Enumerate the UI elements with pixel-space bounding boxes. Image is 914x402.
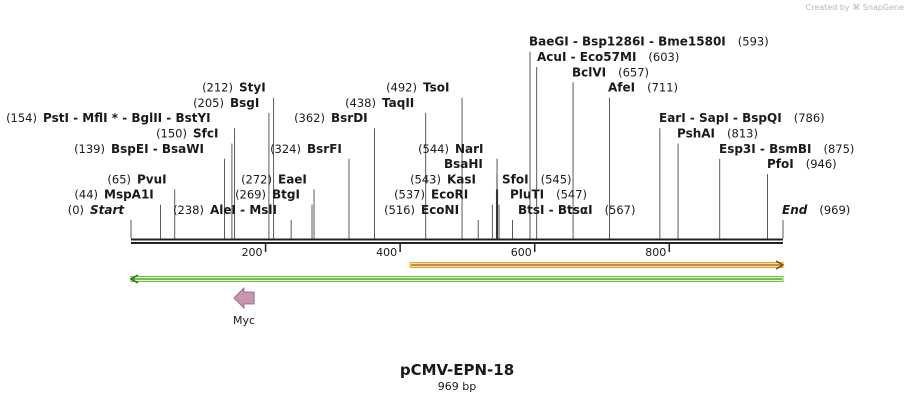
site-label-eaei[interactable]: EaeI xyxy=(278,172,307,186)
plasmid-title: pCMV-EPN-18 xyxy=(399,361,515,379)
site-pos-bsgi: (205) xyxy=(193,96,224,110)
site-label-end[interactable]: End xyxy=(782,203,808,217)
site-pos-start: (0) xyxy=(68,203,84,217)
green-feature-arrowhead xyxy=(129,274,139,284)
site-label-ecori[interactable]: EcoRI xyxy=(431,188,468,202)
site-pos-taqii: (438) xyxy=(345,96,376,110)
site-label-pvui[interactable]: PvuI xyxy=(137,172,167,186)
site-label-nari[interactable]: NarI xyxy=(455,142,484,156)
site-label-sfci[interactable]: SfcI xyxy=(193,127,218,141)
site-label-bsrdi[interactable]: BsrDI xyxy=(331,111,368,125)
site-pos-eari-sapi-bspqi: (786) xyxy=(794,111,825,125)
site-pos-econi: (516) xyxy=(384,203,415,217)
site-label-pfoi[interactable]: PfoI xyxy=(767,157,794,171)
site-pos-mspa1i: (44) xyxy=(74,188,98,202)
ruler-tick-label: 800 xyxy=(645,246,666,259)
site-label-btgi[interactable]: BtgI xyxy=(272,188,300,202)
site-label-btsi-bts-i[interactable]: BtsI - BtsαI xyxy=(518,203,593,217)
site-pos-pfoi: (946) xyxy=(806,157,837,171)
site-label-bsahi[interactable]: BsaHI xyxy=(444,157,483,171)
site-label-bsrfi[interactable]: BsrFI xyxy=(307,142,342,156)
site-pos-esp3i-bsmbi: (875) xyxy=(823,142,854,156)
site-pos-sfci: (150) xyxy=(156,127,187,141)
site-pos-afei: (711) xyxy=(647,81,678,95)
watermark-text: Created by xyxy=(805,3,850,12)
site-pos-sfoi: (545) xyxy=(541,172,572,186)
site-pos-baegi-bsp1286i-bme1580i: (593) xyxy=(738,35,769,49)
site-label-acui-eco57mi[interactable]: AcuI - Eco57MI xyxy=(537,50,636,64)
ruler-tick-label: 600 xyxy=(511,246,532,259)
site-label-bspei-bsawi[interactable]: BspEI - BsaWI xyxy=(111,142,204,156)
ruler-tick-label: 400 xyxy=(376,246,397,259)
site-label-econi[interactable]: EcoNI xyxy=(421,203,459,217)
site-label-styi[interactable]: StyI xyxy=(239,81,266,95)
site-pos-nari: (544) xyxy=(418,142,449,156)
site-pos-psti-mfli-bglii-bstyi: (154) xyxy=(6,111,37,125)
orange-feature-arrowhead xyxy=(775,260,785,270)
site-pos-eaei: (272) xyxy=(241,172,272,186)
site-pos-ecori: (537) xyxy=(394,188,425,202)
site-label-psti-mfli-bglii-bstyi[interactable]: PstI - MflI * - BglII - BstYI xyxy=(43,111,211,125)
site-pos-alei-msli: (238) xyxy=(173,203,204,217)
site-pos-bsrfi: (324) xyxy=(270,142,301,156)
site-pos-pshai: (813) xyxy=(727,127,758,141)
site-label-pluti[interactable]: PluTI xyxy=(510,188,544,202)
site-pos-styi: (212) xyxy=(202,81,233,95)
site-pos-pvui: (65) xyxy=(107,172,131,186)
site-pos-pluti: (547) xyxy=(556,188,587,202)
myc-feature-label: Myc xyxy=(233,314,255,327)
site-pos-btgi: (269) xyxy=(235,188,266,202)
site-pos-btsi-bts-i: (567) xyxy=(605,203,636,217)
site-label-tsoi[interactable]: TsoI xyxy=(423,81,449,95)
site-pos-acui-eco57mi: (603) xyxy=(648,50,679,64)
myc-feature-arrow[interactable] xyxy=(233,287,255,309)
site-pos-bsrdi: (362) xyxy=(294,111,325,125)
site-label-bclvi[interactable]: BclVI xyxy=(572,65,606,79)
site-label-mspa1i[interactable]: MspA1I xyxy=(104,188,154,202)
site-label-bsgi[interactable]: BsgI xyxy=(230,96,259,110)
site-pos-bclvi: (657) xyxy=(618,65,649,79)
snapgene-logo-icon: ⌘ xyxy=(852,3,861,12)
site-label-sfoi[interactable]: SfoI xyxy=(502,172,529,186)
site-pos-bspei-bsawi: (139) xyxy=(74,142,105,156)
site-label-esp3i-bsmbi[interactable]: Esp3I - BsmBI xyxy=(719,142,811,156)
ruler-tick-label: 200 xyxy=(242,246,263,259)
site-label-start[interactable]: Start xyxy=(90,203,125,217)
plasmid-length: 969 bp xyxy=(437,380,477,393)
site-pos-tsoi: (492) xyxy=(386,81,417,95)
snapgene-watermark: Created by ⌘ SnapGene xyxy=(806,3,904,12)
site-label-eari-sapi-bspqi[interactable]: EarI - SapI - BspQI xyxy=(659,111,782,125)
site-label-pshai[interactable]: PshAI xyxy=(677,127,715,141)
site-label-afei[interactable]: AfeI xyxy=(608,81,635,95)
site-pos-end: (969) xyxy=(819,203,850,217)
site-label-alei-msli[interactable]: AleI - MslI xyxy=(210,203,277,217)
site-label-kasi[interactable]: KasI xyxy=(447,172,476,186)
watermark-brand: SnapGene xyxy=(862,3,904,12)
site-pos-kasi: (543) xyxy=(410,172,441,186)
site-label-taqii[interactable]: TaqII xyxy=(382,96,414,110)
site-label-baegi-bsp1286i-bme1580i[interactable]: BaeGI - Bsp1286I - Bme1580I xyxy=(529,35,726,49)
